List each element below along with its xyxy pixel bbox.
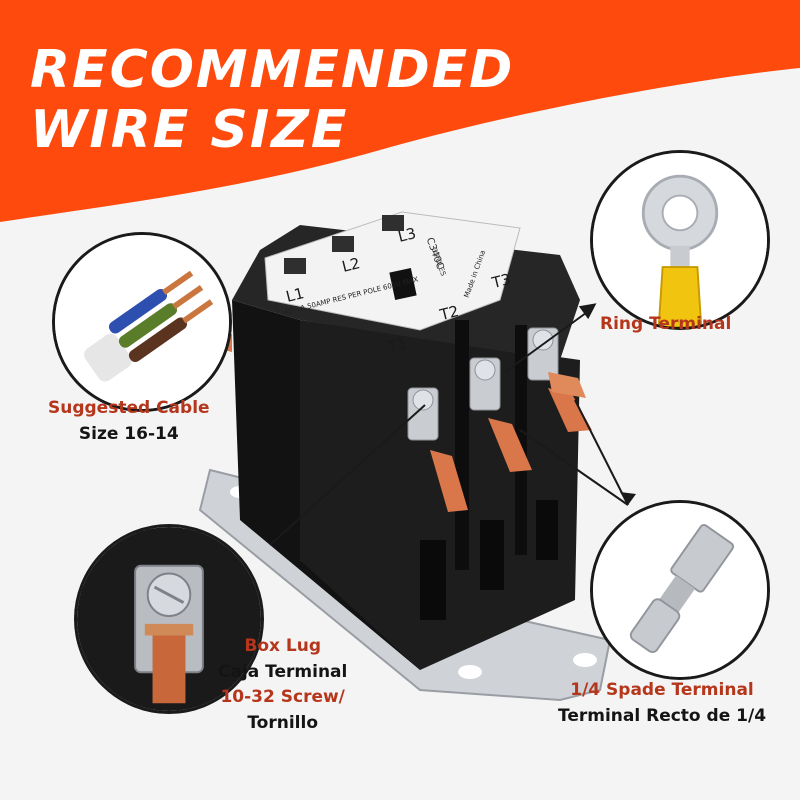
cable-icon xyxy=(55,235,229,409)
spade-terminal-icon xyxy=(593,503,767,677)
spade-terminal-spanish: Terminal Recto de 1/4 xyxy=(558,705,767,726)
terminal-screw xyxy=(412,389,434,411)
box-lug-spanish: Caja Terminal xyxy=(218,661,348,682)
cable-label: Suggested Cable Size 16-14 xyxy=(48,396,210,447)
arrow-head xyxy=(578,303,597,320)
spade-terminal-circle xyxy=(590,500,770,680)
box-lug-tornillo: Tornillo xyxy=(247,712,319,733)
indicator-window xyxy=(389,268,417,300)
ring-terminal-title: Ring Terminal xyxy=(600,314,732,334)
terminal-screw xyxy=(474,359,496,381)
rating-label-plate xyxy=(264,211,521,331)
mounting-hole xyxy=(573,653,597,667)
mounting-hole xyxy=(458,665,482,679)
callout-line-ring xyxy=(504,309,591,373)
box-lug-label: Box Lug Caja Terminal 10-32 Screw/ Torni… xyxy=(218,634,347,736)
callout-line-spade xyxy=(574,399,629,506)
top-terminal-post xyxy=(332,236,354,252)
box-lug-screw: 10-32 Screw/ xyxy=(220,687,345,707)
cable-label-size: Size 16-14 xyxy=(78,423,179,444)
spade-tab xyxy=(430,450,468,512)
spade-tab xyxy=(548,388,592,432)
housing-slot xyxy=(420,540,446,620)
terminal-screw xyxy=(532,329,554,351)
housing-slot xyxy=(536,500,558,560)
ring-terminal-circle xyxy=(590,150,770,330)
housing-slot xyxy=(480,520,504,590)
cable-detail-circle xyxy=(52,232,232,412)
title-line-2: WIRE SIZE xyxy=(30,100,349,160)
housing-left-side xyxy=(232,300,420,670)
title-line-1: RECOMMENDED xyxy=(30,40,515,100)
callout-line-boxlug xyxy=(269,404,426,546)
box-lug-circle xyxy=(74,524,264,714)
spade-terminal-title: 1/4 Spade Terminal xyxy=(570,680,754,700)
housing-front xyxy=(300,320,580,670)
cable-label-title: Suggested Cable xyxy=(48,398,210,418)
box-lug-title: Box Lug xyxy=(244,636,321,656)
spade-tab xyxy=(548,372,586,398)
top-terminal-post xyxy=(284,258,306,274)
top-terminal-post xyxy=(382,215,404,231)
spade-terminal-label: 1/4 Spade Terminal Terminal Recto de 1/4 xyxy=(558,678,766,729)
arrow-head xyxy=(620,492,636,505)
spade-tab xyxy=(488,418,532,472)
pole-divider xyxy=(515,325,527,555)
callout-line-spade xyxy=(519,429,629,506)
header-banner xyxy=(0,0,800,222)
ring-terminal-icon xyxy=(593,153,767,327)
ring-terminal-label: Ring Terminal xyxy=(600,312,731,338)
box-lug-icon xyxy=(77,527,261,711)
pole-divider xyxy=(455,320,469,570)
